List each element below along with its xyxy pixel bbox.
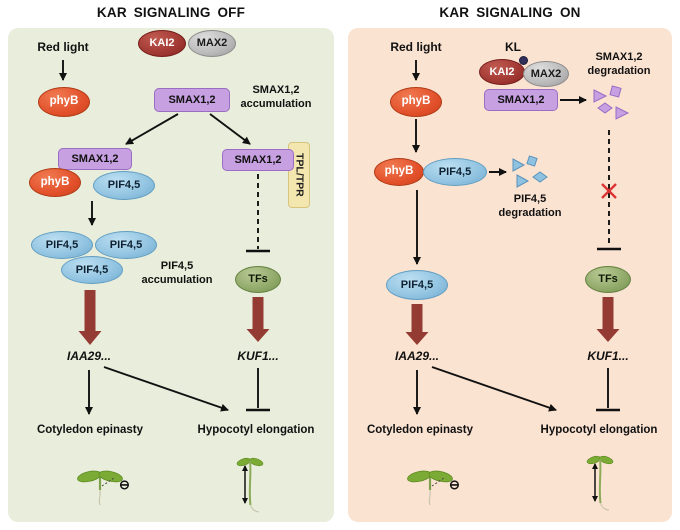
max2-node-on: MAX2 [523,61,569,87]
complex-phyb-on: phyB [374,158,424,186]
kl-ligand-dot [519,56,528,65]
gene-kuf1-on: KUF1... [587,349,629,363]
pif-node-on: PIF4,5 [386,270,448,300]
gene-kuf1-off: KUF1... [237,349,279,363]
kl-ligand-label: KL [505,40,521,54]
minus-symbol-on: ⊖ [449,477,460,492]
pif-accumulation-note: PIF4,5 accumulation [141,260,213,287]
minus-symbol-off: ⊖ [119,477,130,492]
tfs-node-on: TFs [585,266,631,293]
outcome-cotyledon-on: Cotyledon epinasty [366,424,474,436]
phyb-node-on: phyB [390,87,442,117]
gene-iaa29-off: IAA29... [66,349,111,363]
max2-node-off: MAX2 [188,30,236,57]
outcome-cotyledon-off: Cotyledon epinasty [36,424,144,436]
complex-pif-off: PIF4,5 [93,171,155,200]
smax-accumulation-note: SMAX1,2 accumulation [240,84,312,111]
pif-cluster-node: PIF4,5 [95,231,157,259]
smax-node-on: SMAX1,2 [484,89,558,111]
pif-cluster-node: PIF4,5 [31,231,93,259]
panel-title-on: KAR SIGNALING ON [439,5,581,20]
phyb-node-off: phyB [38,87,90,117]
pif-cluster-node: PIF4,5 [61,256,123,284]
red-light-label-on: Red light [390,40,442,54]
pif-degradation-note: PIF4,5 degradation [498,193,562,220]
red-light-label-off: Red light [37,40,89,54]
smax-degradation-note: SMAX1,2 degradation [587,51,651,78]
smax-node-off: SMAX1,2 [154,88,230,112]
outcome-hypocotyl-off: Hypocotyl elongation [197,424,315,436]
panel-title-off: KAR SIGNALING OFF [96,5,246,20]
kai2-node-off: KAI2 [138,30,186,57]
complex-phyb-off: phyB [29,168,81,197]
complex-pif-on: PIF4,5 [423,158,487,186]
kai2-node-on: KAI2 [479,59,525,85]
smax-tpl-node-off: SMAX1,2 [222,149,294,171]
complex-smax-off: SMAX1,2 [58,148,132,170]
tfs-node-off: TFs [235,266,281,293]
outcome-hypocotyl-on: Hypocotyl elongation [540,424,658,436]
gene-iaa29-on: IAA29... [394,349,439,363]
